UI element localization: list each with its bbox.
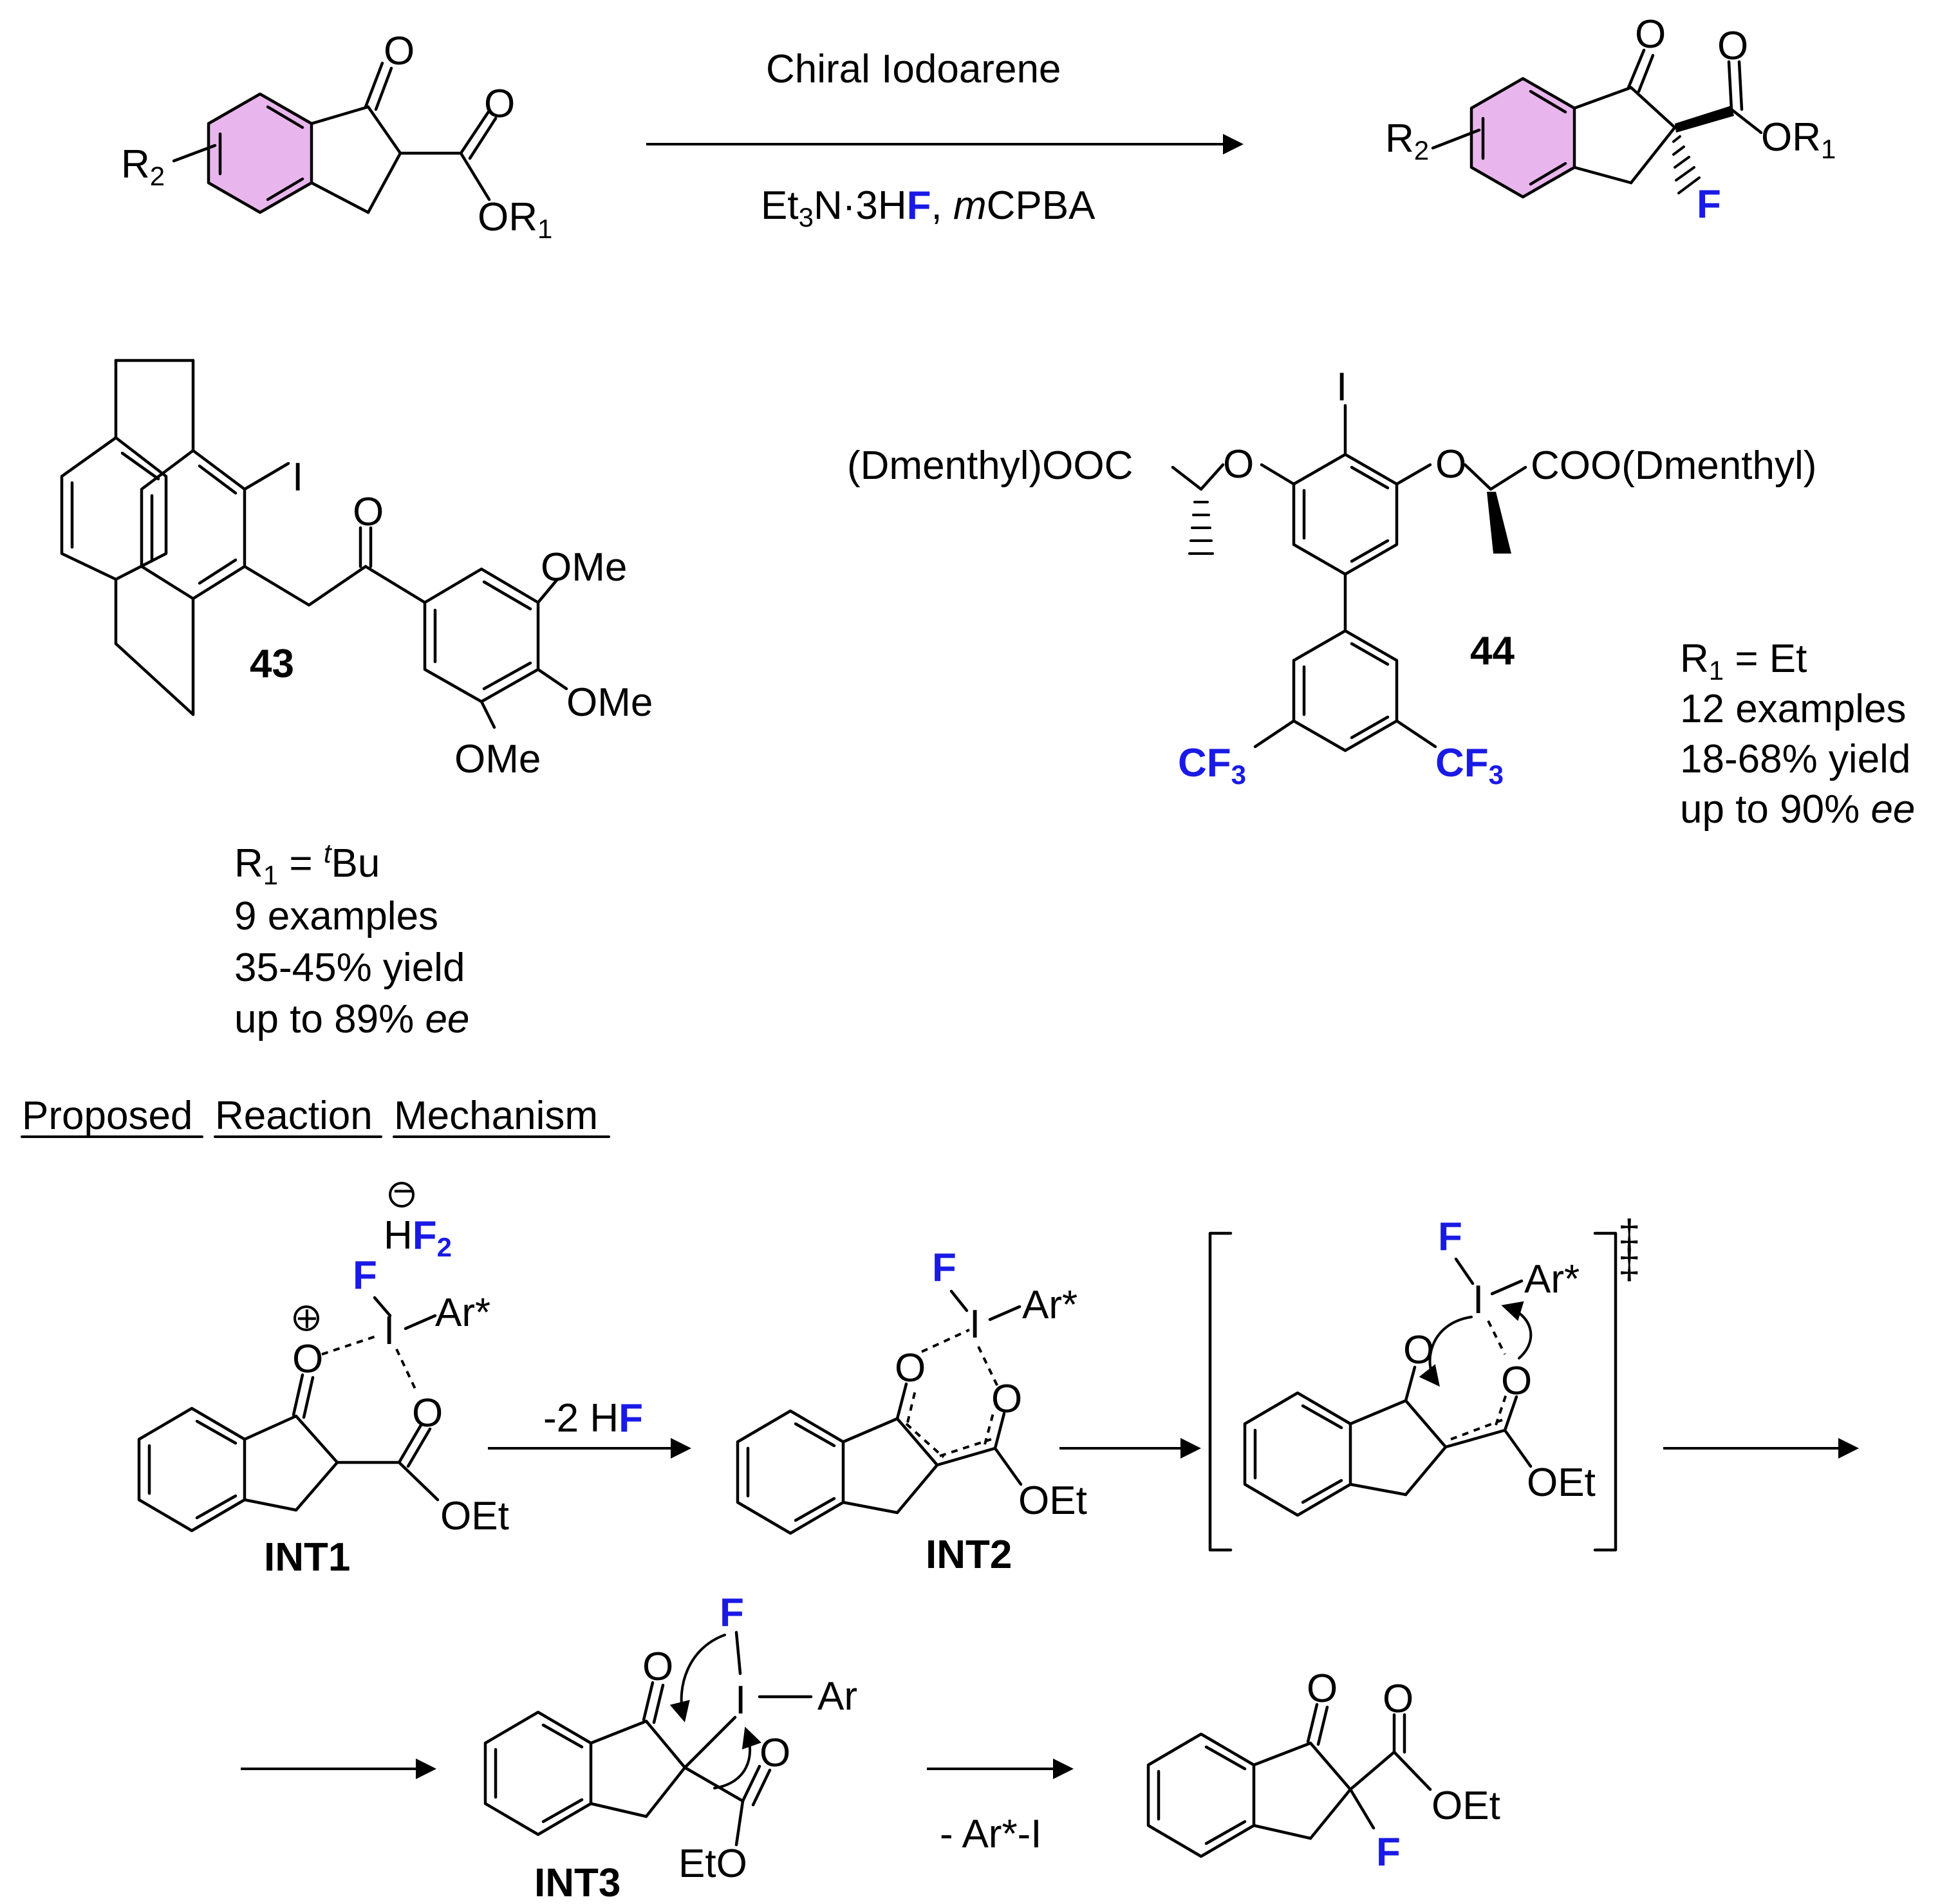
int1-label: INT1 [264,1535,350,1580]
product-r2: R [1385,117,1414,161]
svg-text:R2: R2 [1385,117,1429,165]
svg-text:F: F [932,1246,956,1290]
product-ester-o: O [1717,24,1748,68]
cat43-ee: up to 89% [234,997,425,1041]
svg-text:Mechanism: Mechanism [394,1094,598,1138]
int2-label: INT2 [926,1533,1012,1577]
int3-label: INT3 [534,1861,620,1904]
svg-text:F: F [353,1253,377,1298]
svg-text:F: F [720,1591,744,1635]
substrate-ketone-o: O [384,29,415,73]
svg-text:Reaction: Reaction [215,1094,373,1138]
substrate-structure: O O OR1 R2 [121,29,552,244]
reagent-bottom: Et3N·3HF, mCPBA [761,183,1096,232]
cat44-examples: 12 examples [1680,687,1907,731]
svg-text:Ar*: Ar* [435,1291,490,1335]
svg-text:OEt: OEt [1527,1461,1596,1505]
cat44-yield: 18-68% yield [1680,737,1910,781]
transition-state: O O OEt I F Ar* ‡ ‡ [1208,1212,1640,1552]
cat43-ome-2: OMe [566,680,653,725]
product-fluorine: F [1697,182,1721,227]
svg-text:F: F [1376,1830,1401,1874]
cat44-conditions: R1 = Et 12 examples 18-68% yield up to 9… [1680,637,1915,832]
product-ketone-o: O [1635,12,1666,57]
svg-text:‡: ‡ [1618,1212,1640,1256]
cat44-left-group: (Dmenthyl)OOC [847,443,1133,488]
svg-text:O: O [292,1337,323,1381]
cat43-ome-1: OMe [541,545,627,590]
svg-text:HF2: HF2 [384,1213,452,1262]
substrate-r2-sub: 2 [150,161,165,191]
svg-text:Ar*: Ar* [1524,1257,1580,1302]
cat44-label: 44 [1470,629,1515,673]
catalyst-44-structure: I O (Dmenthyl)OOC O COO(Dmenthyl) CF3 CF… [847,365,1816,790]
final-product-structure: O O OEt F [1146,1666,1500,1874]
svg-text:OEt: OEt [440,1494,509,1538]
cat44-cf3-right: CF [1435,741,1489,785]
svg-text:R2: R2 [121,142,165,191]
cat43-examples: 9 examples [234,894,438,938]
cat44-o-left: O [1223,442,1254,487]
svg-text:Ar*: Ar* [1022,1283,1077,1327]
int2-structure: O O OEt I F Ar* INT2 [736,1246,1087,1577]
svg-text:OEt: OEt [1432,1784,1500,1828]
reagent-top: Chiral Iodoarene [766,47,1061,91]
svg-text:OEt: OEt [1018,1479,1087,1523]
svg-text:Ar: Ar [817,1674,857,1719]
svg-text:I: I [969,1302,980,1347]
product-structure: O O OR1 F R2 [1385,12,1836,227]
svg-text:OR1: OR1 [478,195,552,244]
step1-label: -2 H [543,1396,619,1441]
cat43-ketone-o: O [353,490,384,534]
cat44-cf3-left: CF [1178,741,1231,785]
cat43-yield: 35-45% yield [234,946,465,990]
svg-text:CF3: CF3 [1178,741,1246,790]
cat43-ome-3: OMe [454,737,541,781]
cat43-conditions: R1 = tBu 9 examples 35-45% yield up to 8… [234,838,469,1041]
svg-text:-2 HF: -2 HF [543,1396,643,1441]
svg-text:‡: ‡ [1618,1243,1640,1287]
svg-text:I: I [384,1309,395,1353]
svg-text:+: + [296,1298,318,1339]
cat44-iodine: I [1336,365,1347,409]
svg-text:Proposed: Proposed [22,1094,192,1138]
int1-structure: O O OEt I F Ar* + HF2 − INT1 [137,1170,509,1580]
svg-text:up to 89% ee: up to 89% ee [234,997,469,1041]
catalyst-43-structure: I O OMe OMe OMe 43 [60,359,653,781]
svg-text:CF3: CF3 [1435,741,1504,790]
svg-text:O: O [895,1346,926,1390]
mechanism-heading: Proposed Reaction Mechanism [21,1094,610,1138]
step5-label: - Ar*-I [940,1812,1041,1856]
svg-text:F: F [1438,1215,1462,1259]
cat44-right-group: COO(Dmenthyl) [1531,443,1816,488]
svg-text:−: − [393,1170,415,1212]
svg-text:R1 = tBu: R1 = tBu [234,838,380,890]
svg-text:EtO: EtO [678,1842,747,1886]
svg-text:O: O [760,1731,790,1775]
cat43-iodine: I [292,455,303,499]
svg-text:R1 = Et: R1 = Et [1680,637,1807,686]
cat44-o-right: O [1435,442,1466,487]
svg-text:up to 90% ee: up to 90% ee [1680,787,1915,832]
svg-text:O: O [1501,1359,1532,1403]
product-or1: OR [1761,115,1821,160]
svg-text:O: O [1307,1666,1338,1711]
substrate-or1: OR [478,195,537,239]
svg-text:O: O [642,1645,673,1689]
svg-text:I: I [1473,1278,1484,1322]
substrate-or1-sub: 1 [537,214,552,244]
svg-text:O: O [412,1391,443,1435]
svg-text:OR1: OR1 [1761,115,1836,164]
substrate-ester-o: O [484,82,515,126]
svg-text:I: I [735,1678,746,1722]
svg-text:O: O [1383,1677,1413,1721]
int3-structure: O O EtO I F Ar INT3 [483,1591,857,1904]
substrate-r2: R [121,142,150,187]
cat43-label: 43 [250,642,294,686]
cat44-ee: up to 90% [1680,787,1870,832]
